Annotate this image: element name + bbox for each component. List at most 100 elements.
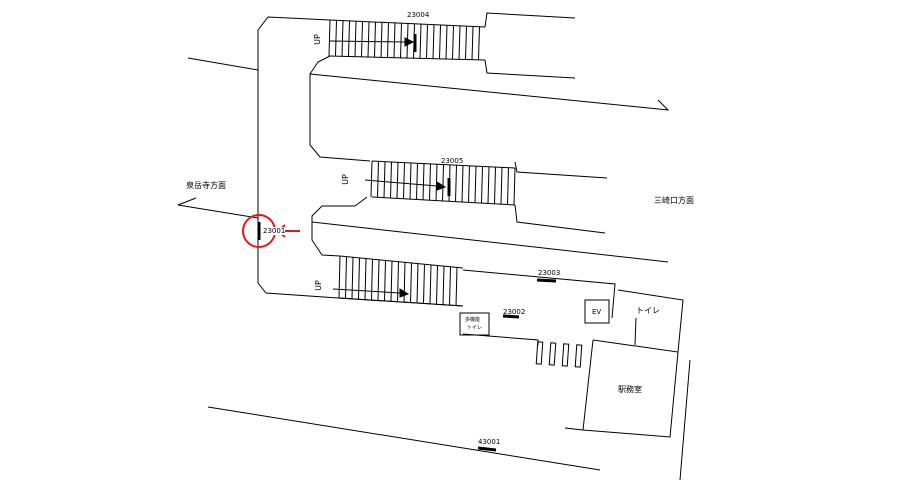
wall <box>311 196 368 257</box>
stair-tread <box>339 255 464 269</box>
stair-tread <box>481 166 483 204</box>
stair-tread <box>426 24 428 59</box>
stair-tread <box>371 259 373 301</box>
stair-tread <box>461 165 464 203</box>
stair-tread <box>439 24 441 59</box>
wall <box>634 317 637 346</box>
arrow-up-top <box>329 37 415 47</box>
stair-tread <box>403 162 405 199</box>
up-label-top: UP <box>312 34 322 45</box>
stair-tread <box>370 160 373 198</box>
stair-tread <box>329 19 486 28</box>
arrow-up-bottom <box>332 288 410 298</box>
wall <box>484 59 576 79</box>
stair-tread <box>436 265 438 305</box>
stair-tread <box>416 263 419 304</box>
label-multi-toilet-2: トイレ <box>467 325 483 331</box>
stair-tread <box>387 22 389 58</box>
label-misakiguchi: 三崎口方面 <box>654 196 694 205</box>
stair-tread <box>338 255 341 299</box>
stair-tread <box>328 19 331 57</box>
wall <box>311 221 669 263</box>
wall <box>679 359 691 481</box>
stairs-middle <box>370 160 516 206</box>
stair-tread <box>335 20 337 57</box>
stair-tread <box>341 20 344 57</box>
stair-tread <box>468 165 470 203</box>
stair-tread <box>354 21 357 57</box>
label-ev: EV <box>592 308 602 316</box>
stair-tread <box>380 22 383 58</box>
code-23002: 23002 <box>503 308 526 316</box>
code-23004: 23004 <box>407 11 430 19</box>
wall <box>514 204 606 234</box>
stair-tread <box>423 264 425 304</box>
stairs-bottom <box>338 255 464 307</box>
stair-tread <box>494 167 496 204</box>
stairs-top <box>328 19 486 61</box>
wall <box>582 339 594 431</box>
stair-tread <box>445 25 448 60</box>
wall <box>514 161 608 179</box>
stair-tread <box>429 163 431 201</box>
stair-tread <box>345 256 347 299</box>
stair-tread <box>442 266 445 305</box>
stair-tread <box>442 164 444 202</box>
wall-top-right <box>484 12 576 28</box>
stair-tread <box>500 167 503 205</box>
label-izumidake: 泉岳寺方面 <box>186 181 226 190</box>
stair-tread <box>351 257 354 299</box>
stair-tread <box>422 163 425 200</box>
stair-tread <box>513 167 516 206</box>
sign-23003 <box>536 278 557 283</box>
wall <box>187 57 259 71</box>
wall <box>462 333 539 345</box>
wall <box>617 289 684 353</box>
stair-tread <box>400 23 402 58</box>
stair-tread <box>374 22 376 58</box>
wall <box>309 55 371 162</box>
stair-tread <box>403 262 406 303</box>
stair-tread <box>410 262 412 303</box>
up-label-bottom: UP <box>313 280 323 291</box>
stair-tread <box>396 162 399 199</box>
stair-tread <box>471 26 474 60</box>
stair-tread <box>429 264 432 304</box>
stair-tread <box>478 26 480 60</box>
multi-toilet-box <box>459 312 490 336</box>
stair-tread <box>416 163 418 200</box>
wall <box>177 197 197 206</box>
stair-tread <box>458 25 461 60</box>
stair-tread <box>452 25 454 60</box>
gates <box>535 341 583 368</box>
stair-tread <box>393 22 396 58</box>
stair-tread <box>455 165 457 202</box>
station-office-box <box>582 339 679 438</box>
stair-tread <box>397 261 399 302</box>
stair-tread <box>455 267 458 306</box>
stair-tread <box>487 166 490 204</box>
stair-tread <box>348 20 350 57</box>
stair-tread <box>358 257 360 300</box>
stair-tread <box>367 21 370 58</box>
wall <box>462 269 616 319</box>
stair-tread <box>383 161 386 198</box>
stair-tread <box>507 167 509 205</box>
stair-tread <box>361 21 363 57</box>
code-43001: 43001 <box>478 438 501 446</box>
stair-tread <box>390 161 392 199</box>
code-23001: 23001 <box>263 227 286 235</box>
stair-tread <box>474 166 477 203</box>
wall <box>564 427 584 431</box>
stair-tread <box>377 161 379 198</box>
arrow-up-middle <box>364 179 447 191</box>
sign-43001 <box>477 446 497 452</box>
stair-tread <box>371 196 516 206</box>
wall <box>309 73 670 111</box>
stair-tread <box>465 26 467 60</box>
stair-tread <box>384 260 386 301</box>
wall <box>177 204 259 219</box>
ev-box <box>584 299 610 324</box>
wall-left <box>257 16 464 307</box>
